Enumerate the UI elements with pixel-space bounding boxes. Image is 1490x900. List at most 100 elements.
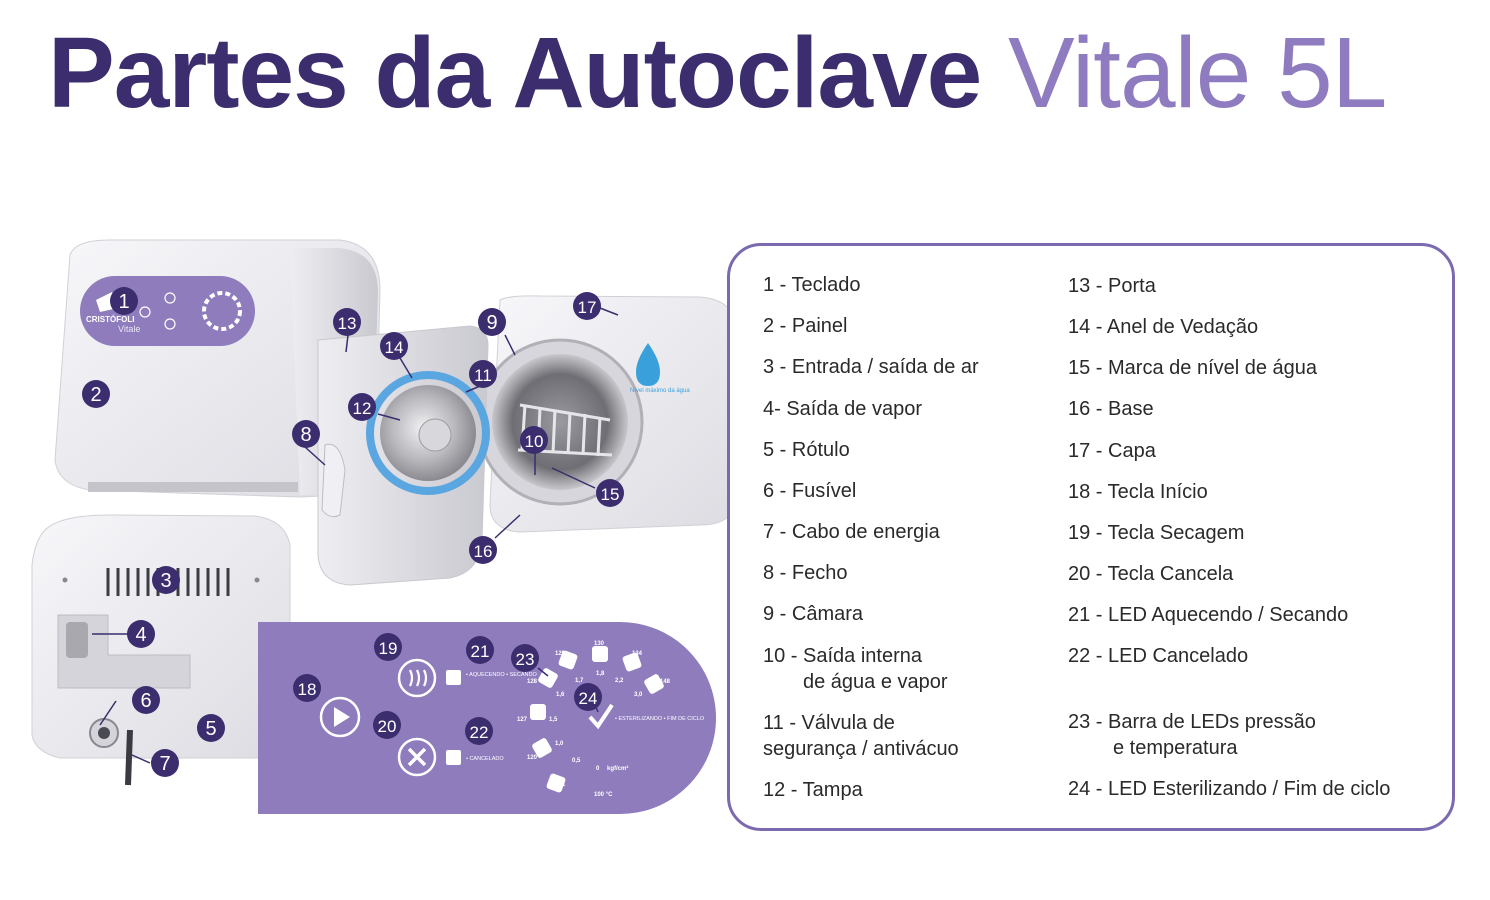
- svg-text:23: 23: [516, 650, 535, 669]
- marker-23: 23: [511, 644, 539, 672]
- svg-text:16: 16: [474, 542, 493, 561]
- legend-item: 9 - Câmara: [763, 603, 864, 625]
- scale-pressure-5: 1,8: [596, 671, 605, 677]
- svg-text:6: 6: [140, 690, 151, 712]
- marker-7: 7: [151, 749, 179, 777]
- scale-temp-1: 120: [527, 755, 538, 761]
- brand-logo-text: CRISTÓFOLI: [86, 315, 134, 324]
- led-cancel-text: • CANCELADO: [466, 756, 504, 762]
- svg-text:15: 15: [601, 485, 620, 504]
- svg-text:3: 3: [160, 570, 171, 592]
- legend-item: 22 - LED Cancelado: [1068, 645, 1249, 667]
- legend-item: 5 - Rótulo: [763, 439, 850, 461]
- scale-pressure-3: 1,6: [556, 692, 565, 698]
- marker-12: 12: [348, 393, 376, 421]
- legend-item: 18 - Tecla Início: [1068, 481, 1208, 503]
- svg-text:21: 21: [471, 642, 490, 661]
- legend-item: 12 - Tampa: [763, 779, 863, 801]
- scale-pressure-4: 1,7: [575, 678, 584, 684]
- marker-15: 15: [596, 479, 624, 507]
- scale-temp-0: 111: [556, 782, 566, 788]
- marker-20: 20: [373, 711, 401, 739]
- svg-text:19: 19: [379, 639, 398, 658]
- marker-22: 22: [465, 717, 493, 745]
- autoclave-front-view: CRISTÓFOLI Vitale: [54, 239, 381, 498]
- legend-item: 19 - Tecla Secagem: [1068, 522, 1245, 544]
- svg-text:24: 24: [579, 689, 598, 708]
- marker-9: 9: [478, 308, 506, 336]
- svg-text:2: 2: [90, 384, 101, 406]
- svg-text:12: 12: [353, 399, 372, 418]
- legend-item: 8 - Fecho: [763, 562, 848, 584]
- marker-11: 11: [469, 360, 497, 388]
- legend-item: 1 - Teclado: [763, 274, 861, 296]
- svg-text:4: 4: [135, 624, 146, 646]
- leader-lines: [92, 307, 619, 764]
- legend-item: 15 - Marca de nível de água: [1068, 357, 1318, 379]
- svg-text:11: 11: [474, 366, 492, 385]
- autoclave-back-view: [31, 514, 291, 786]
- legend-item: 17 - Capa: [1068, 440, 1156, 462]
- marker-16: 16: [469, 536, 497, 564]
- marker-group: 1 2 3 4 5 6 7 8 9 10 11 12 13 14 15 16 1…: [82, 287, 624, 777]
- legend-box: 1 - Teclado 2 - Painel 3 - Entrada / saí…: [727, 243, 1455, 831]
- marker-17: 17: [573, 292, 601, 320]
- svg-text:22: 22: [470, 723, 489, 742]
- legend-item: 20 - Tecla Cancela: [1068, 563, 1234, 585]
- marker-2: 2: [82, 380, 110, 408]
- marker-24: 24: [574, 683, 602, 711]
- scale-pressure-2: 1,5: [549, 717, 558, 723]
- title-bold: Partes da Autoclave: [48, 17, 982, 129]
- page-title: Partes da Autoclave Vitale 5L: [48, 17, 1387, 129]
- autoclave-open-view: Nível máximo da água: [317, 295, 739, 586]
- unit-pressure-value: 0: [596, 766, 600, 772]
- scale-temp-5: 130: [594, 641, 605, 647]
- legend-item: 2 - Painel: [763, 315, 848, 337]
- marker-3: 3: [152, 566, 180, 594]
- legend-item: 13 - Porta: [1068, 275, 1156, 297]
- svg-text:17: 17: [578, 298, 597, 317]
- scale-pressure-0: 0,5: [572, 758, 581, 764]
- legend-item: 7 - Cabo de energia: [763, 521, 940, 543]
- water-level-label: Nível máximo da água: [630, 388, 690, 394]
- unit-pressure: kgf/cm²: [607, 765, 628, 772]
- legend-item: 6 - Fusível: [763, 480, 857, 502]
- marker-18: 18: [293, 674, 321, 702]
- legend-item: 3 - Entrada / saída de ar: [763, 356, 979, 378]
- svg-text:18: 18: [298, 680, 317, 699]
- title-light: Vitale 5L: [1008, 17, 1387, 129]
- legend-item: 16 - Base: [1068, 398, 1154, 420]
- svg-text:7: 7: [159, 753, 170, 775]
- legend-item: 21 - LED Aquecendo / Secando: [1068, 604, 1349, 626]
- legend-item: 14 - Anel de Vedação: [1068, 316, 1259, 338]
- svg-text:10: 10: [525, 432, 544, 451]
- legend-item: 4- Saída de vapor: [763, 398, 922, 420]
- scale-pressure-1: 1,0: [555, 741, 564, 747]
- unit-temperature: 100 °C: [594, 792, 613, 798]
- svg-text:14: 14: [385, 338, 404, 357]
- control-panel-detail: • AQUECENDO • SECANDO • CANCELADO • ESTE…: [258, 622, 716, 814]
- scale-pressure-7: 3,0: [634, 692, 643, 698]
- svg-text:20: 20: [378, 717, 397, 736]
- marker-8: 8: [292, 420, 320, 448]
- marker-6: 6: [132, 686, 160, 714]
- legend-item: 24 - LED Esterilizando / Fim de ciclo: [1068, 778, 1391, 800]
- scale-pressure-6: 2,2: [615, 678, 624, 684]
- svg-text:8: 8: [300, 424, 311, 446]
- marker-5: 5: [197, 714, 225, 742]
- scale-temp-6: 134: [632, 651, 643, 657]
- marker-21: 21: [466, 636, 494, 664]
- led-heating-text: • AQUECENDO • SECANDO: [466, 672, 538, 678]
- model-text: Vitale: [118, 324, 140, 334]
- scale-temp-7: 148: [660, 679, 671, 685]
- svg-text:5: 5: [205, 718, 216, 740]
- scale-temp-4: 129: [555, 651, 566, 657]
- marker-19: 19: [374, 633, 402, 661]
- marker-10: 10: [520, 426, 548, 454]
- led-sterilizing-text: • ESTERILIZANDO • FIM DE CICLO: [615, 716, 705, 722]
- marker-13: 13: [333, 308, 361, 336]
- svg-text:1: 1: [118, 291, 129, 313]
- marker-1: 1: [110, 287, 138, 315]
